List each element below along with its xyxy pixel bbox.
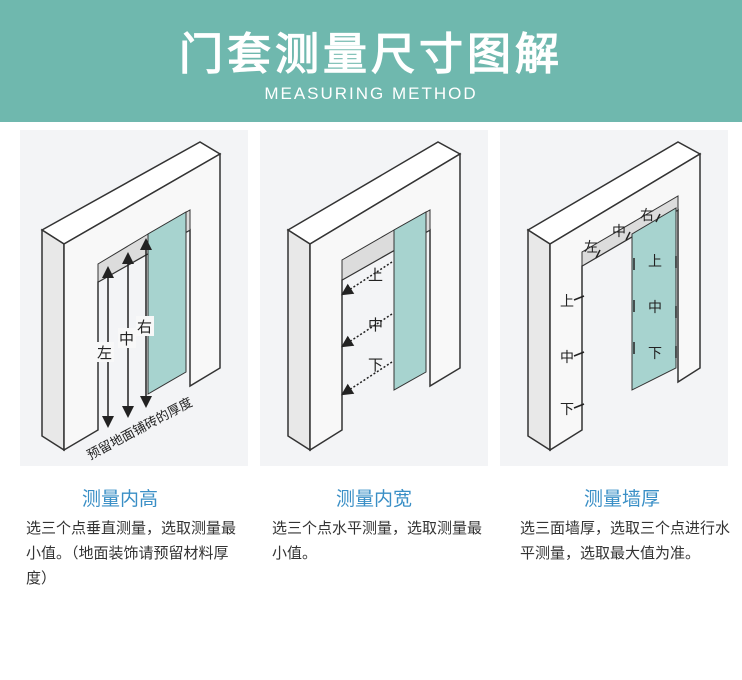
- panel-wall-thickness: 左 中 右 上 中 下 上 中 下: [500, 130, 728, 466]
- caption-text-wall-thickness: 选三面墙厚，选取三个点进行水平测量，选取最大值为准。: [520, 519, 731, 562]
- caption-title-inner-height: 测量内高: [81, 488, 158, 510]
- label-bottom: 下: [368, 356, 383, 374]
- panel-inner-width: 上 中 下: [260, 130, 488, 466]
- page-subtitle: MEASURING METHOD: [264, 84, 478, 103]
- page-title: 门套测量尺寸图解: [179, 29, 563, 80]
- glass-panel: [147, 211, 187, 395]
- diagram-wall-thickness: 左 中 右 上 中 下 上 中 下: [526, 141, 702, 452]
- diagram-inner-width: 上 中 下: [286, 141, 462, 452]
- frame-left-side: [41, 228, 65, 452]
- floor-note: 预留地面铺砖的厚度: [84, 394, 195, 463]
- glass-panel: [631, 207, 677, 391]
- panel-inner-height: 左 中 右 预留地面铺砖的厚度: [20, 130, 248, 466]
- label-bottom: 下: [648, 346, 662, 362]
- frame-front-face: [63, 152, 221, 452]
- label-side-middle: 中: [560, 350, 574, 366]
- label-side-top: 上: [560, 294, 574, 310]
- caption-text-inner-height: 选三个点垂直测量，选取测量最小值。（地面装饰请预留材料厚度）: [26, 519, 237, 587]
- label-top: 上: [648, 254, 662, 270]
- caption-title-wall-thickness: 测量墙厚: [583, 488, 660, 510]
- caption-title-inner-width: 测量内宽: [335, 488, 412, 510]
- label-right: 右: [640, 208, 654, 224]
- header-banner: 门套测量尺寸图解 MEASURING METHOD: [0, 0, 742, 122]
- glass-panel: [393, 211, 427, 391]
- label-right: 右: [137, 318, 152, 336]
- label-middle: 中: [368, 316, 383, 334]
- label-left: 左: [97, 344, 112, 362]
- caption-text-inner-width: 选三个点水平测量，选取测量最小值。: [272, 519, 483, 562]
- label-center: 中: [648, 300, 662, 316]
- diagram-inner-height: 左 中 右 预留地面铺砖的厚度: [40, 141, 222, 464]
- label-middle: 中: [612, 224, 626, 240]
- label-side-bottom: 下: [560, 402, 574, 418]
- label-left: 左: [584, 240, 598, 256]
- label-middle: 中: [119, 330, 134, 348]
- label-top: 上: [368, 266, 383, 284]
